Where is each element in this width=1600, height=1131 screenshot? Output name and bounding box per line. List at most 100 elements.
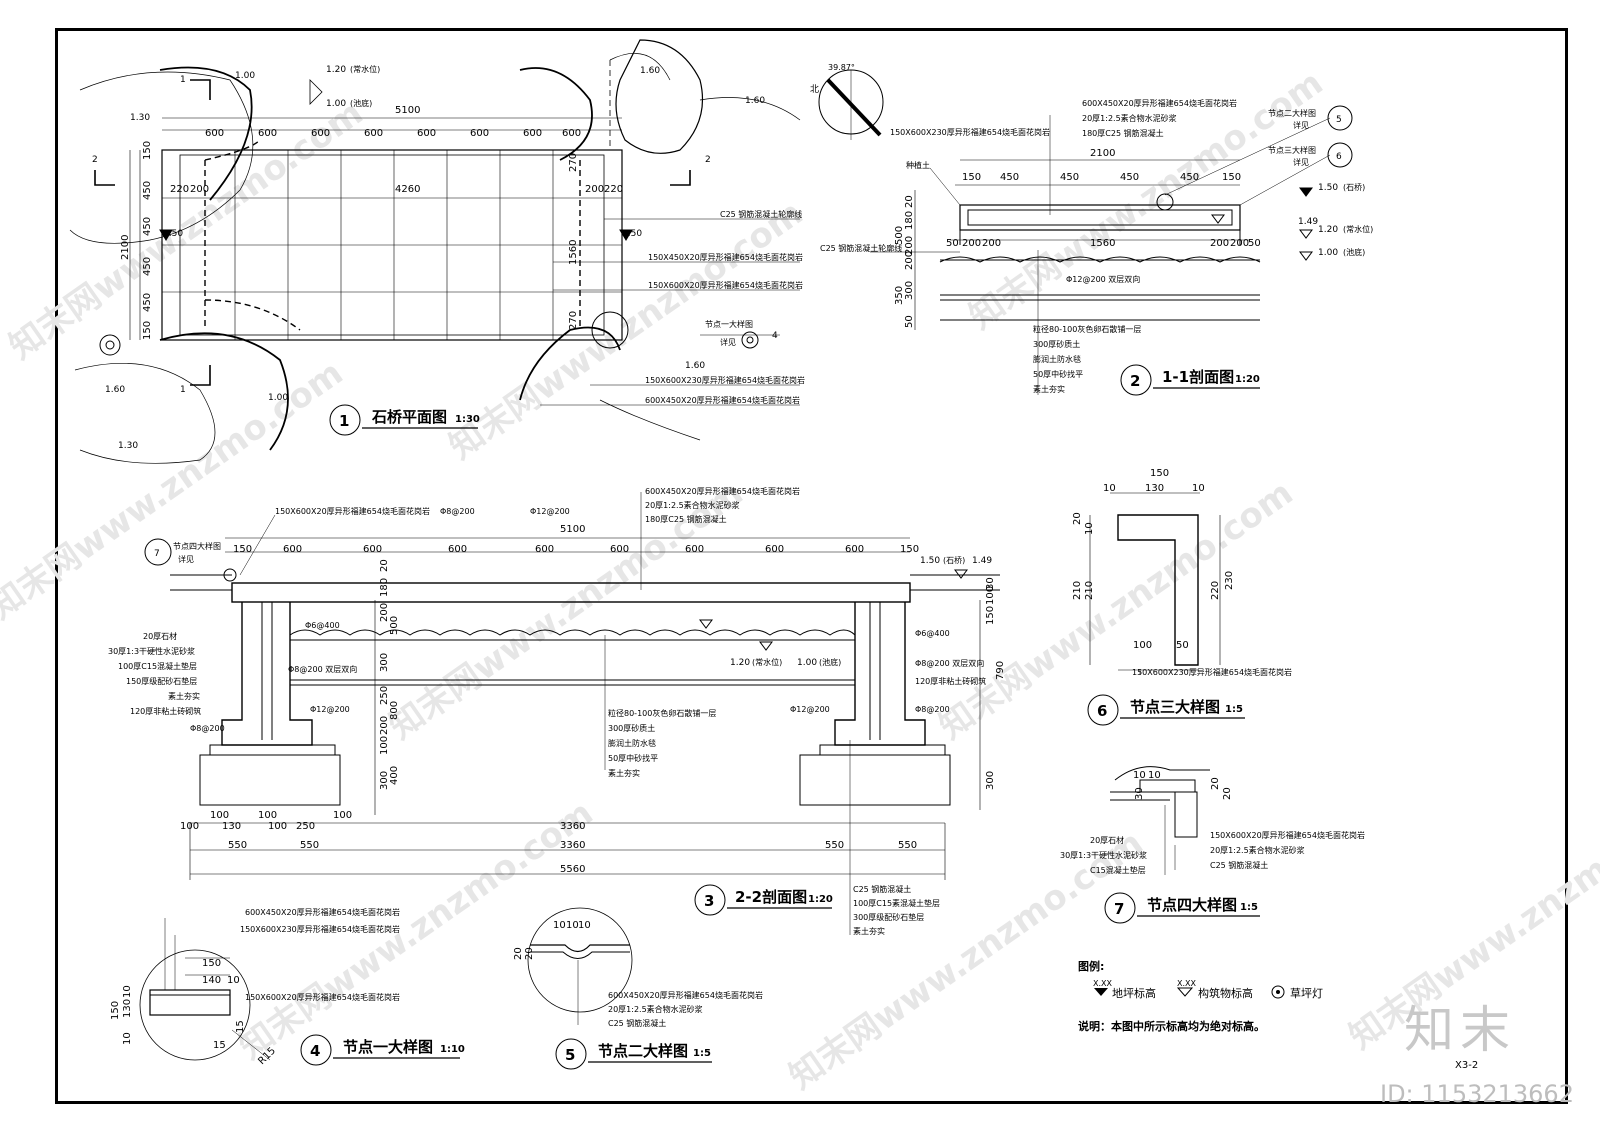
svg-text:1-1剖面图: 1-1剖面图 [1162,368,1234,386]
svg-text:130: 130 [122,999,133,1018]
svg-text:450: 450 [1000,172,1019,183]
svg-text:1.60: 1.60 [640,66,660,76]
ground-level-icon [1094,988,1108,996]
svg-text:素土夯实: 素土夯实 [853,926,885,936]
svg-text:1560: 1560 [568,240,579,265]
svg-text:5: 5 [1336,115,1342,125]
plan-labels: 5100 600 600 600 600 600 600 600 600 426… [92,63,855,451]
svg-text:1: 1 [339,412,349,430]
svg-text:北: 北 [810,84,819,95]
svg-text:50厚中砂找平: 50厚中砂找平 [608,753,658,763]
svg-text:1.30: 1.30 [130,113,150,123]
svg-text:1:5: 1:5 [693,1048,711,1059]
svg-text:X.XX: X.XX [1093,979,1113,988]
svg-text:Φ8@200: Φ8@200 [915,705,950,714]
svg-text:50: 50 [1248,238,1261,249]
detail-4-drawing [1110,766,1210,875]
svg-text:Φ8@200: Φ8@200 [440,507,475,516]
section-1-1-drawing [870,105,1353,395]
svg-text:200: 200 [379,603,390,622]
svg-text:600X450X20厚异形福建654烧毛面花岗岩: 600X450X20厚异形福建654烧毛面花岗岩 [1082,98,1237,108]
svg-text:300厚砂质土: 300厚砂质土 [1033,339,1080,349]
svg-text:1: 1 [180,75,186,85]
svg-text:1.60: 1.60 [745,96,765,106]
svg-text:300: 300 [379,653,390,672]
svg-text:1.00: 1.00 [1318,248,1338,258]
svg-text:1.50: 1.50 [1318,183,1338,193]
svg-text:1.49: 1.49 [972,556,992,566]
svg-text:150X600X230厚异形福建654烧毛面花岗岩: 150X600X230厚异形福建654烧毛面花岗岩 [240,924,400,934]
svg-text:10: 10 [578,920,591,931]
svg-text:1:5: 1:5 [1240,902,1258,913]
svg-text:素土夯实: 素土夯实 [1033,384,1065,394]
svg-text:1:30: 1:30 [455,414,480,425]
detail-1-drawing [139,918,271,1061]
svg-text:10: 10 [1133,770,1146,781]
svg-text:150X600X20厚异形福建654烧毛面花岗岩: 150X600X20厚异形福建654烧毛面花岗岩 [648,280,803,290]
svg-text:550: 550 [898,840,917,851]
svg-text:1.00: 1.00 [326,99,346,109]
section-2-2-drawing [144,492,1000,935]
svg-text:600: 600 [363,544,382,555]
svg-text:50: 50 [946,238,959,249]
svg-text:150: 150 [1222,172,1241,183]
svg-text:30厚1:3干硬性水泥砂浆: 30厚1:3干硬性水泥砂浆 [1060,850,1147,860]
svg-text:130: 130 [1145,483,1164,494]
svg-text:5560: 5560 [560,864,585,875]
svg-text:1: 1 [180,385,186,395]
svg-text:(常水位): (常水位) [752,657,782,667]
svg-text:节点四大样图: 节点四大样图 [1147,896,1237,914]
dim-total-width: 5100 [395,105,420,116]
svg-text:200: 200 [190,184,209,195]
svg-text:800: 800 [389,701,400,720]
svg-text:1:5: 1:5 [1225,704,1243,715]
svg-text:20: 20 [513,947,524,960]
svg-text:20: 20 [904,195,915,208]
svg-text:3360: 3360 [560,840,585,851]
svg-text:150X600X230厚异形福建654烧毛面花岗岩: 150X600X230厚异形福建654烧毛面花岗岩 [645,375,805,385]
section-2-2-labels: 600X450X20厚异形福建654烧毛面花岗岩 20厚1:2.5素合物水泥砂浆… [108,486,1006,936]
svg-text:50厚中砂找平: 50厚中砂找平 [1033,369,1083,379]
svg-text:节点三大样图: 节点三大样图 [1268,145,1316,155]
svg-text:5: 5 [565,1046,575,1064]
svg-text:(石桥): (石桥) [1343,182,1365,192]
svg-text:膨润土防水毯: 膨润土防水毯 [608,738,656,748]
svg-text:100: 100 [258,810,277,821]
svg-text:1.00: 1.00 [235,71,255,81]
svg-text:3360: 3360 [560,821,585,832]
svg-text:20厚1:2.5素合物水泥砂浆: 20厚1:2.5素合物水泥砂浆 [1210,845,1305,855]
svg-text:详见: 详见 [1293,157,1309,167]
detail-4-labels: 10 10 30 20 20 20厚石材 30厚1:3干硬性水泥砂浆 C15混凝… [1060,770,1365,924]
svg-text:(石桥): (石桥) [943,555,965,565]
svg-text:450: 450 [142,293,153,312]
svg-text:600: 600 [311,128,330,139]
svg-text:600: 600 [535,544,554,555]
svg-text:150X600X20厚异形福建654烧毛面花岗岩: 150X600X20厚异形福建654烧毛面花岗岩 [245,992,400,1002]
watermark-text: 知末网www.znzmo.com [0,353,350,627]
svg-text:300: 300 [985,771,996,790]
svg-text:(池底): (池底) [1343,247,1365,257]
svg-text:2-2剖面图: 2-2剖面图 [735,888,807,906]
svg-text:Φ12@200 双层双向: Φ12@200 双层双向 [1066,274,1140,284]
svg-text:粒径80-100灰色卵石散铺一层: 粒径80-100灰色卵石散铺一层 [608,708,716,718]
svg-text:550: 550 [825,840,844,851]
structure-level-icon [1176,987,1194,997]
svg-text:1.00: 1.00 [268,393,288,403]
svg-text:100: 100 [985,586,996,605]
svg-text:Φ12@200: Φ12@200 [790,705,830,714]
detail-2-drawing [527,907,633,1025]
svg-text:300厚级配砂石垫层: 300厚级配砂石垫层 [853,912,924,922]
svg-text:150X600X20厚异形福建654烧毛面花岗岩: 150X600X20厚异形福建654烧毛面花岗岩 [275,506,430,516]
svg-text:详见: 详见 [178,554,194,564]
svg-text:200: 200 [904,251,915,270]
svg-text:石桥平面图: 石桥平面图 [371,408,447,426]
legend: 图例: X.XX 地坪标高 X.XX 构筑物标高 草坪灯 说明：本图中所示标高均… [1078,959,1323,1033]
svg-text:20厚1:2.5素合物水泥砂浆: 20厚1:2.5素合物水泥砂浆 [608,1004,703,1014]
svg-text:450: 450 [142,257,153,276]
svg-text:100厚C15素混凝土垫层: 100厚C15素混凝土垫层 [853,898,940,908]
svg-text:39.87°: 39.87° [828,63,855,72]
svg-text:230: 230 [1224,571,1235,590]
svg-text:20: 20 [1210,777,1221,790]
svg-text:1560: 1560 [1090,238,1115,249]
svg-text:200: 200 [962,238,981,249]
